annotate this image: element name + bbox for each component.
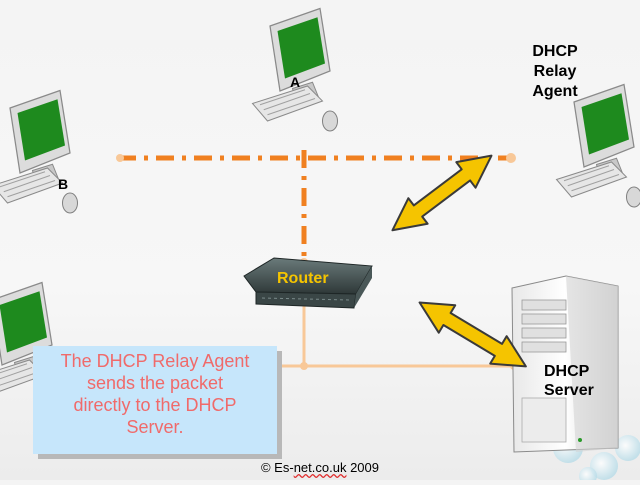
computer-b-label: B xyxy=(58,176,68,192)
lan-endpoint-right xyxy=(506,153,516,163)
copyright-prefix: © Es- xyxy=(261,460,294,475)
caption-line-3: directly to the DHCP xyxy=(33,394,277,416)
caption-line-2: sends the packet xyxy=(33,372,277,394)
router-label: Router xyxy=(277,270,329,288)
copyright-suffix: 2009 xyxy=(346,460,379,475)
caption-line-4: Server. xyxy=(33,416,277,438)
dhcp-server-label: DHCP Server xyxy=(544,362,594,400)
computer-a-icon xyxy=(253,9,338,132)
caption-box: The DHCP Relay Agent sends the packet di… xyxy=(33,346,277,454)
lan-endpoint-left xyxy=(116,154,124,162)
relay-agent-label-line1: DHCP xyxy=(527,42,583,62)
relay-agent-computer-icon xyxy=(557,85,640,208)
copyright-domain: net.co.uk xyxy=(294,460,347,475)
copyright-notice: © Es-net.co.uk 2009 xyxy=(0,460,640,475)
dhcp-server-label-line2: Server xyxy=(544,381,594,400)
dhcp-server-label-line1: DHCP xyxy=(544,362,594,381)
relay-agent-label-line3: Agent xyxy=(527,82,583,102)
relay-agent-label: DHCP Relay Agent xyxy=(527,42,583,102)
computer-b-icon xyxy=(0,91,78,214)
caption-line-1: The DHCP Relay Agent xyxy=(33,350,277,372)
relay-agent-label-line2: Relay xyxy=(527,62,583,82)
computer-a-label: A xyxy=(290,74,300,90)
